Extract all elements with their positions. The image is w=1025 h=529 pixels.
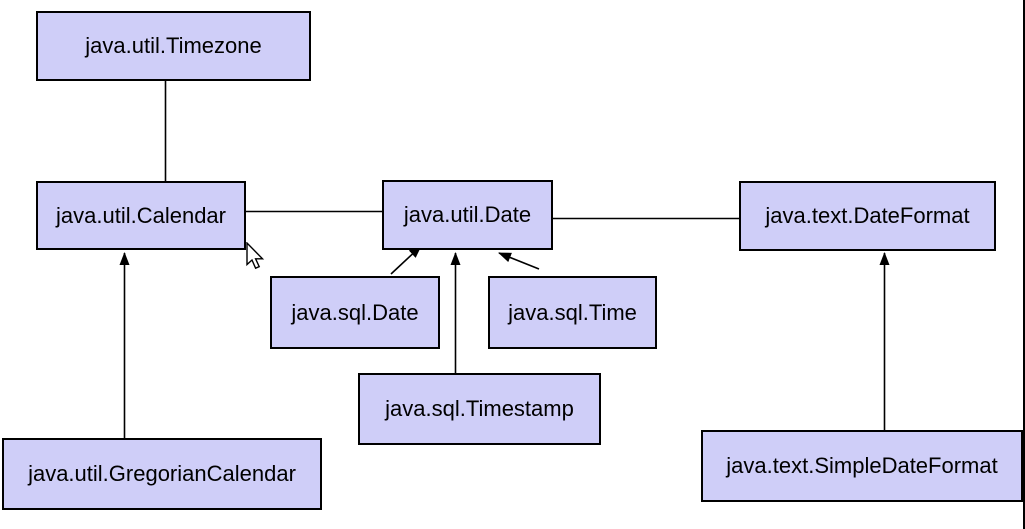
edge-sqldate-date-arrow <box>390 245 422 275</box>
edge-sqltime-date-arrow <box>498 252 540 270</box>
node-java-util-timezone: java.util.Timezone <box>36 11 311 81</box>
node-java-sql-time: java.sql.Time <box>488 276 657 349</box>
node-java-sql-date: java.sql.Date <box>270 276 440 349</box>
node-java-text-dateformat: java.text.DateFormat <box>739 181 996 251</box>
mouse-cursor-icon <box>246 242 265 270</box>
node-java-text-simpledateformat: java.text.SimpleDateFormat <box>701 430 1023 502</box>
node-java-util-calendar: java.util.Calendar <box>36 181 246 250</box>
image-right-border <box>1023 0 1025 529</box>
node-java-sql-timestamp: java.sql.Timestamp <box>358 373 601 445</box>
node-java-util-gregoriancalendar: java.util.GregorianCalendar <box>2 438 322 510</box>
node-java-util-date: java.util.Date <box>382 180 553 250</box>
